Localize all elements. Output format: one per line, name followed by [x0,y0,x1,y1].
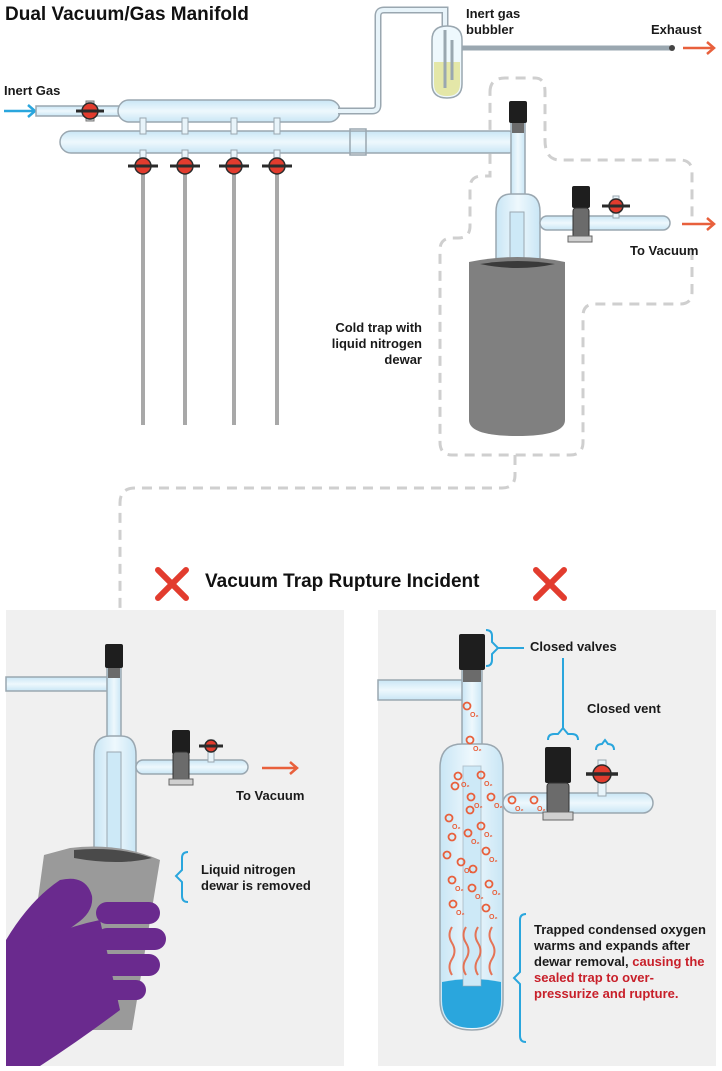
o2-marker: O₂ [464,868,473,875]
o2-marker: O₂ [489,914,498,921]
o2-marker: O₂ [473,746,482,753]
o2-marker: O₂ [456,910,465,917]
warning-text: Trapped condensed oxygen warms and expan… [534,922,712,1002]
o2-marker: O₂ [461,782,470,789]
o2-marker: O₂ [452,824,461,831]
dewar-callout-bracket [174,851,189,903]
oxygen-bubbles [442,701,539,913]
o2-marker: O₂ [470,712,479,719]
o2-marker: O₂ [471,839,480,846]
incident-title: Vacuum Trap Rupture Incident [205,571,480,592]
bubbler-label: Inert gas bubbler [466,6,521,37]
manifold-ports [128,117,292,425]
x-mark-left [155,567,189,601]
o2-marker: O₂ [492,890,501,897]
warning-text-red: causing the sealed trap to over-pressuri… [534,954,705,1001]
heat-waves [448,926,496,976]
dewar-top [469,257,565,436]
vacuum-manifold [59,130,521,154]
o2-marker: O₂ [489,857,498,864]
cold-trap-top [495,101,671,273]
right-trap [377,634,654,1031]
exhaust-arrow [683,41,716,55]
to-vacuum-arrow-left [262,761,299,775]
inlet-stopcock [76,100,104,122]
cold-trap-label: Cold trap with liquid nitrogen dewar [331,320,422,367]
o2-marker: O₂ [474,803,483,810]
gas-manifold [117,99,341,123]
dewar-removed-label: Liquid nitrogen dewar is removed [201,862,311,893]
warning-text-plain: Trapped condensed oxygen warms and expan… [534,922,706,969]
o2-marker: O₂ [475,894,484,901]
o2-marker: O₂ [537,806,546,813]
closed-valves-label: Closed valves [530,639,617,654]
hand [6,878,166,1066]
to-vacuum-label-top: To Vacuum [630,243,699,258]
inert-gas-label: Inert Gas [4,83,61,98]
left-trap [5,644,249,881]
o2-marker: O₂ [455,886,464,893]
bubbler-line [338,6,449,115]
page-title: Dual Vacuum/Gas Manifold [5,4,249,25]
o2-marker: O₂ [484,781,493,788]
exhaust-label: Exhaust [651,22,702,37]
closed-vent-label: Closed vent [587,701,661,716]
o2-marker: O₂ [494,803,503,810]
x-mark-right [533,567,567,601]
to-vacuum-arrow-top [682,217,716,231]
o2-marker: O₂ [484,832,493,839]
to-vacuum-label-left: To Vacuum [236,788,305,803]
o2-marker: O₂ [515,806,524,813]
inert-gas-arrow [4,104,37,118]
bubbler [431,25,675,99]
callout-brackets [485,629,615,1043]
dashed-connector [118,76,694,610]
